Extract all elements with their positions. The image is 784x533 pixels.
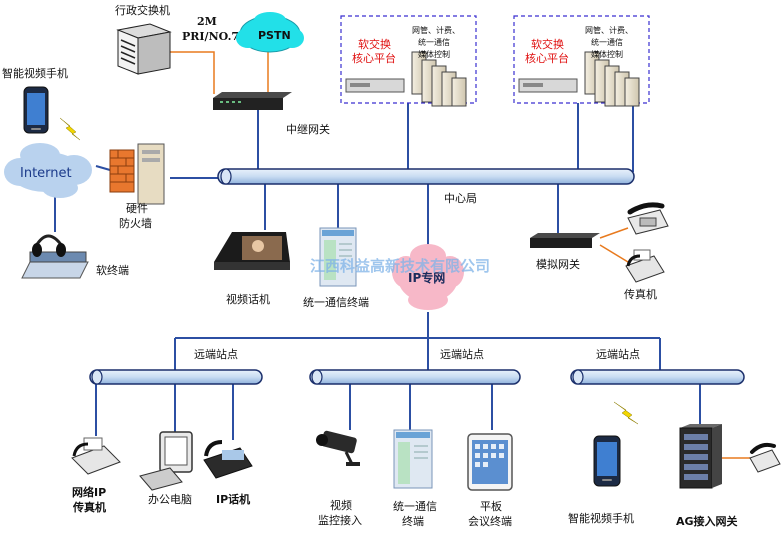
smart-phone-bottom-icon — [593, 435, 621, 487]
ip-fax-label-1: 网络IP — [72, 485, 106, 499]
softswitch-box-1: 软交换 核心平台 网管、计费、 统一通信 媒体控制 — [340, 15, 477, 107]
phone-icon — [627, 202, 669, 235]
smart-phone-bottom-label: 智能视频手机 — [568, 511, 634, 525]
analog-gateway-label: 模拟网关 — [536, 257, 580, 271]
connection-lines — [54, 96, 701, 440]
lightning-icon — [59, 117, 81, 141]
remote-bus-2 — [309, 369, 521, 385]
ip-fax-label-2: 传真机 — [72, 500, 106, 514]
remote-bus-1 — [89, 369, 263, 385]
smart-phone-top-label: 智能视频手机 — [2, 66, 68, 80]
ag-gateway-icon — [679, 424, 722, 489]
uc-terminal-bottom-label-1: 统一通信 — [393, 500, 437, 513]
center-office-label: 中心局 — [444, 192, 477, 205]
center-bus — [217, 168, 635, 185]
mgmt-label-3: 媒体控制 — [591, 49, 623, 59]
admin-switch-icon — [116, 23, 172, 75]
mgmt-label-2: 统一通信 — [591, 37, 623, 47]
video-monitor-label-1: 视频 — [330, 498, 352, 512]
uc-terminal-top-icon — [319, 227, 357, 287]
internet-label: Internet — [20, 166, 72, 181]
fax-label: 传真机 — [624, 287, 657, 301]
lightning-icon — [613, 401, 639, 425]
softswitch-box-2: 软交换 核心平台 网管、计费、 统一通信 媒体控制 — [513, 15, 650, 107]
pri-label-1: 2M — [197, 15, 217, 28]
remote-site-label-1: 远端站点 — [194, 347, 238, 361]
softswitch-platform-label-1: 软交换 — [358, 37, 391, 51]
softphone-label: 软终端 — [96, 263, 129, 277]
mgmt-label-1: 网管、计费、 — [412, 25, 460, 35]
tablet-label-1: 平板 — [480, 499, 502, 513]
pri-label-2: PRI/NO.7 — [182, 30, 239, 43]
tablet-label-2: 会议终端 — [468, 514, 512, 528]
analog-gateway-icon — [530, 233, 600, 248]
ip-phone-icon — [203, 440, 253, 479]
firewall-label-2: 防火墙 — [119, 216, 152, 230]
ag-gateway-label: AG接入网关 — [676, 514, 738, 528]
remote-site-label-3: 远端站点 — [596, 347, 640, 361]
softswitch-platform-label-1: 软交换 — [531, 37, 564, 51]
remote-site-label-2: 远端站点 — [440, 347, 484, 361]
ip-network-label: IP专网 — [408, 270, 445, 285]
trunk-gateway-icon — [213, 92, 292, 110]
mgmt-label-3: 媒体控制 — [418, 49, 450, 59]
mgmt-label-2: 统一通信 — [418, 37, 450, 47]
softswitch-platform-label-2: 核心平台 — [525, 51, 569, 65]
tablet-icon — [467, 433, 513, 491]
uc-terminal-bottom-icon — [393, 429, 433, 489]
ag-phone-icon — [749, 442, 781, 473]
video-monitor-label-2: 监控接入 — [318, 513, 362, 527]
trunk-gateway-label: 中继网关 — [286, 122, 330, 136]
internet-cloud — [4, 143, 92, 198]
admin-switch-label: 行政交换机 — [115, 3, 170, 17]
ip-phone-label: IP话机 — [216, 492, 250, 506]
fax-icon — [625, 249, 665, 283]
video-phone-icon — [214, 232, 290, 270]
pstn-cloud — [236, 12, 304, 53]
orange-links — [168, 51, 750, 459]
office-pc-label: 办公电脑 — [148, 493, 192, 506]
uc-terminal-bottom-label-2: 终端 — [402, 514, 424, 528]
firewall-icon — [109, 143, 165, 205]
office-pc-icon — [139, 431, 193, 491]
pstn-label: PSTN — [258, 29, 291, 42]
camera-icon — [316, 430, 360, 466]
watermark: 江西科益高新技术有限公司 — [310, 257, 490, 275]
ip-network-cloud — [392, 244, 464, 310]
server-stack-icon — [411, 51, 467, 107]
softswitch-platform-label-2: 核心平台 — [352, 51, 396, 65]
softphone-headset-icon — [21, 234, 89, 279]
server-stack-icon — [584, 51, 640, 107]
video-phone-label: 视频话机 — [226, 292, 270, 306]
ip-fax-icon — [71, 437, 121, 475]
firewall-label-1: 硬件 — [126, 202, 148, 215]
mgmt-label-1: 网管、计费、 — [585, 25, 633, 35]
uc-terminal-top-label: 统一通信终端 — [303, 295, 369, 309]
smart-phone-icon — [23, 86, 49, 134]
remote-bus-3 — [570, 369, 745, 385]
